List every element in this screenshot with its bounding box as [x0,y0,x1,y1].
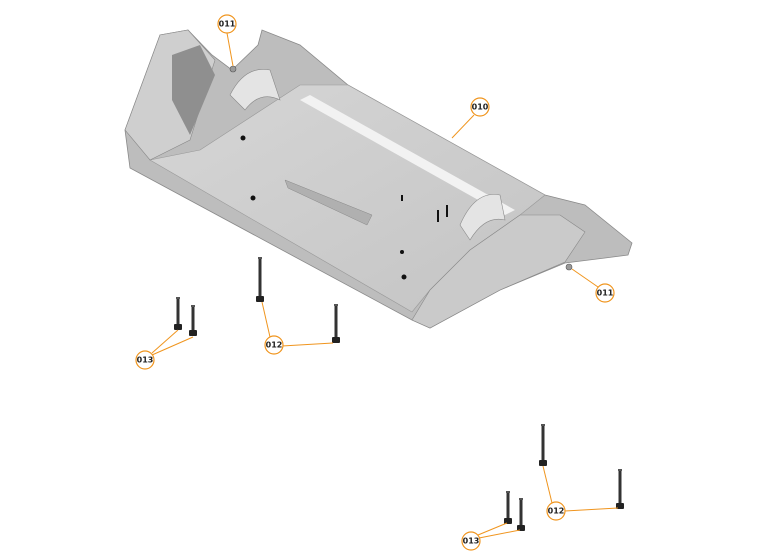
bolt-part [174,297,182,330]
callout-nut-right[interactable]: 011 [595,283,615,303]
callout-label: 013 [463,537,480,546]
callout-bolts-short-upper[interactable]: 013 [135,350,155,370]
callout-label: 010 [472,103,489,112]
leader-line [478,529,521,539]
bolt-part [616,469,624,509]
leader-line [564,507,619,512]
leader-line [477,522,508,536]
bolt-part [504,491,512,524]
base-frame [124,29,633,329]
callout-label: 011 [219,20,236,29]
bolt-part [256,257,264,302]
leader-line [451,114,475,139]
leader-line [571,268,599,288]
nut-part [565,263,573,271]
leader-line [226,32,234,67]
bolt-part [539,424,547,466]
leader-lines [151,32,619,539]
callout-frame[interactable]: 010 [470,97,490,117]
leader-line [542,465,553,504]
leader-line [151,336,194,356]
callout-bolts-long-lower[interactable]: 012 [546,501,566,521]
nut-part [229,65,237,73]
callout-bolts-short-lower[interactable]: 013 [461,531,481,551]
bolts [174,257,624,531]
callout-label: 012 [548,507,565,516]
bolt-part [517,498,525,531]
callout-label: 011 [597,289,614,298]
callout-label: 013 [137,356,154,365]
leader-line [281,342,334,347]
bolt-part [332,304,340,343]
leader-line [151,329,179,354]
callout-label: 012 [266,341,283,350]
bolt-part [189,305,197,336]
leader-line [261,301,271,338]
callout-bolts-long-upper[interactable]: 012 [264,335,284,355]
callout-nut-upper[interactable]: 011 [217,14,237,34]
